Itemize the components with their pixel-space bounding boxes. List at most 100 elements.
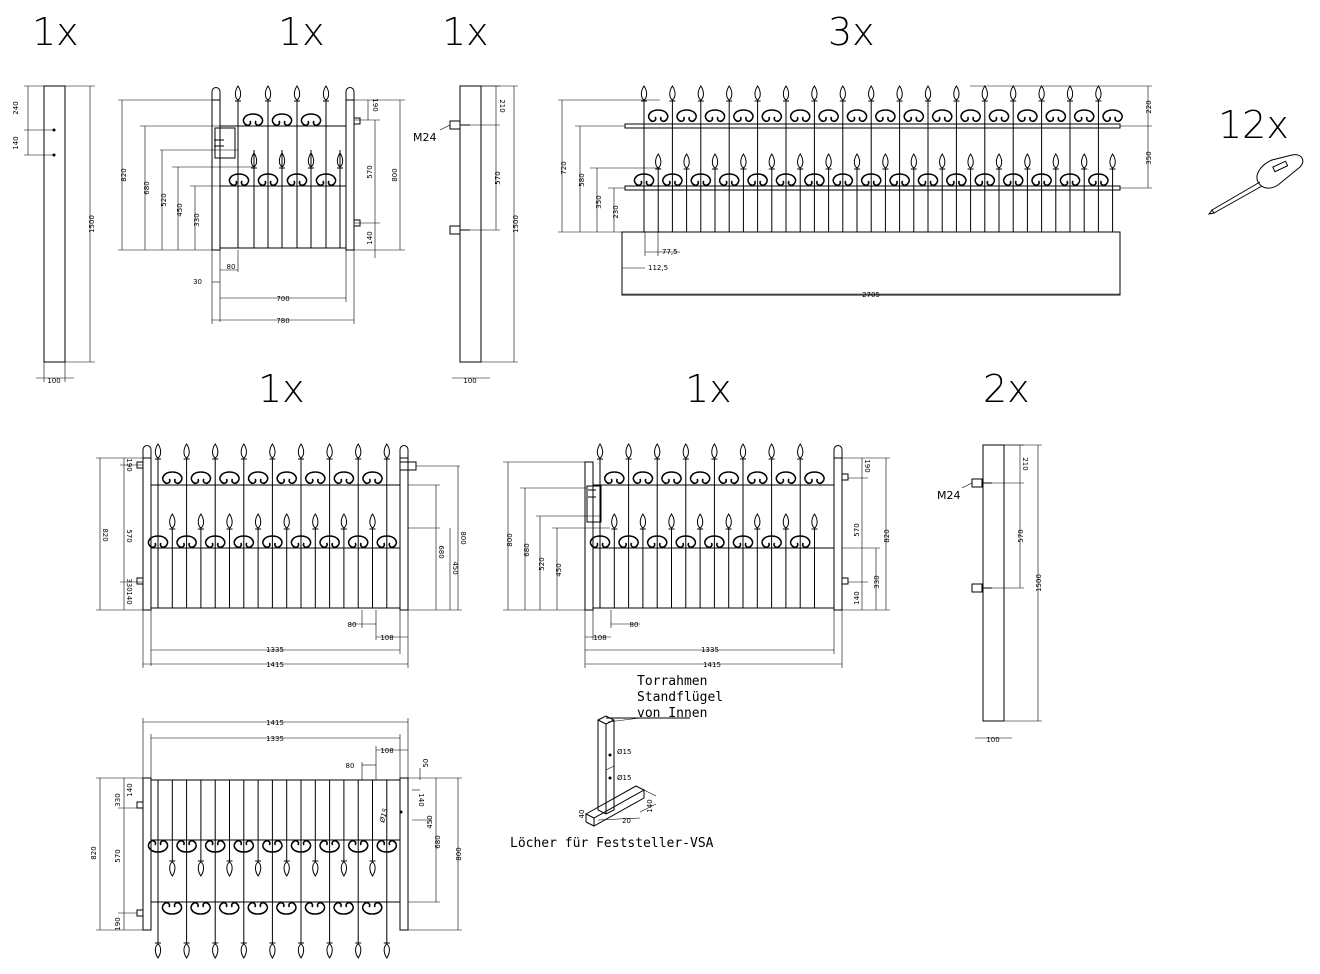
- qty-gate-single: 1x: [278, 10, 325, 54]
- scroll-ornament: [276, 901, 297, 915]
- svg-text:80: 80: [348, 621, 357, 629]
- scroll-ornament: [247, 471, 269, 485]
- scroll-ornament: [718, 471, 740, 485]
- finial-icon: [711, 153, 719, 170]
- qty-double-gate-right: 1x: [685, 367, 732, 411]
- scroll-ornament: [247, 901, 269, 915]
- svg-text:108: 108: [380, 747, 393, 755]
- scroll-ornament: [219, 471, 240, 485]
- finial-icon: [1023, 153, 1031, 170]
- svg-text:1500: 1500: [1035, 574, 1043, 592]
- scroll-ornament: [761, 109, 783, 123]
- svg-text:800: 800: [455, 847, 463, 860]
- finial-icon: [995, 153, 1003, 170]
- svg-text:1500: 1500: [512, 215, 520, 233]
- svg-text:77,5: 77,5: [662, 248, 678, 256]
- svg-text:108: 108: [380, 634, 393, 642]
- finial-icon: [910, 153, 918, 170]
- finial-icon: [254, 513, 262, 530]
- post-pair: M24 210 570 1500 100: [937, 444, 1043, 744]
- scroll-ornament: [161, 471, 183, 485]
- finial-icon: [383, 942, 391, 959]
- svg-text:2705: 2705: [862, 291, 880, 299]
- finial-icon: [768, 153, 776, 170]
- qty-post-hinge: 1x: [442, 10, 489, 54]
- finial-icon: [354, 443, 362, 460]
- finial-icon: [639, 513, 647, 530]
- finial-icon: [981, 85, 989, 102]
- scroll-ornament: [1045, 109, 1067, 123]
- svg-text:800: 800: [391, 168, 399, 181]
- dim-140: 140: [12, 136, 20, 149]
- scroll-ornament: [1073, 109, 1095, 123]
- finial-icon: [1080, 153, 1088, 170]
- finial-icon: [683, 153, 691, 170]
- finial-icon: [183, 942, 191, 959]
- svg-text:350: 350: [1145, 151, 1153, 164]
- scroll-ornament: [1017, 109, 1038, 123]
- svg-text:1335: 1335: [266, 646, 284, 654]
- scroll-ornament: [333, 471, 355, 485]
- finial-icon: [1094, 85, 1102, 102]
- finial-icon: [340, 860, 348, 877]
- svg-text:780: 780: [276, 317, 289, 325]
- scroll-ornament: [746, 471, 768, 485]
- scroll-ornament: [704, 109, 726, 123]
- svg-text:190: 190: [125, 458, 133, 471]
- svg-text:330: 330: [193, 213, 201, 226]
- finial-icon: [753, 513, 761, 530]
- finial-icon: [211, 942, 219, 959]
- svg-text:450: 450: [451, 561, 459, 574]
- svg-text:140: 140: [853, 591, 861, 604]
- finial-icon: [653, 443, 661, 460]
- qty-post-pair: 2x: [983, 367, 1030, 411]
- finial-icon: [810, 85, 818, 102]
- scroll-ornament: [804, 471, 825, 485]
- scroll-ornament: [304, 901, 326, 915]
- scroll-ornament: [846, 109, 868, 123]
- scroll-ornament: [218, 901, 240, 915]
- svg-text:820: 820: [883, 529, 891, 542]
- scroll-ornament: [775, 471, 797, 485]
- svg-text:20: 20: [622, 817, 631, 825]
- svg-text:570: 570: [853, 523, 861, 536]
- finial-icon: [1066, 85, 1074, 102]
- svg-text:800: 800: [459, 531, 467, 544]
- finial-icon: [326, 942, 334, 959]
- svg-text:1415: 1415: [703, 661, 721, 669]
- finial-icon: [682, 443, 690, 460]
- svg-text:140: 140: [646, 799, 654, 812]
- svg-text:Ø15: Ø15: [378, 807, 390, 824]
- finial-icon: [369, 513, 376, 530]
- finial-icon: [654, 153, 662, 170]
- svg-text:220: 220: [1145, 100, 1153, 113]
- scroll-ornament: [647, 109, 669, 123]
- qty-double-gate-left: 1x: [258, 367, 305, 411]
- gate-bottom: 1415 1335 108 80 50 820 330 140 570 190: [90, 718, 463, 959]
- svg-text:190: 190: [863, 459, 871, 472]
- finial-icon: [610, 513, 618, 530]
- post-single: 240 140 1500 100: [12, 85, 96, 385]
- svg-text:112,5: 112,5: [648, 264, 668, 272]
- svg-text:Ø15: Ø15: [617, 748, 631, 756]
- double-gate-right: 800 680 520 450 190 570 140 820 330 108 …: [503, 443, 891, 669]
- svg-text:700: 700: [276, 295, 289, 303]
- finial-icon: [739, 153, 747, 170]
- scroll-ornament: [960, 109, 981, 123]
- scroll-ornament: [362, 471, 383, 485]
- svg-text:680: 680: [437, 545, 445, 558]
- finial-icon: [668, 85, 676, 102]
- svg-text:570: 570: [114, 849, 122, 862]
- finial-icon: [226, 513, 233, 530]
- finial-icon: [283, 513, 291, 530]
- finial-icon: [796, 443, 804, 460]
- finial-icon: [326, 443, 334, 460]
- svg-text:140: 140: [366, 231, 374, 244]
- finial-icon: [640, 85, 648, 102]
- scroll-ornament: [333, 901, 354, 915]
- finial-icon: [668, 513, 675, 530]
- svg-text:680: 680: [143, 181, 151, 194]
- finial-icon: [340, 513, 348, 530]
- scroll-ornament: [661, 471, 682, 485]
- finial-icon: [297, 443, 305, 460]
